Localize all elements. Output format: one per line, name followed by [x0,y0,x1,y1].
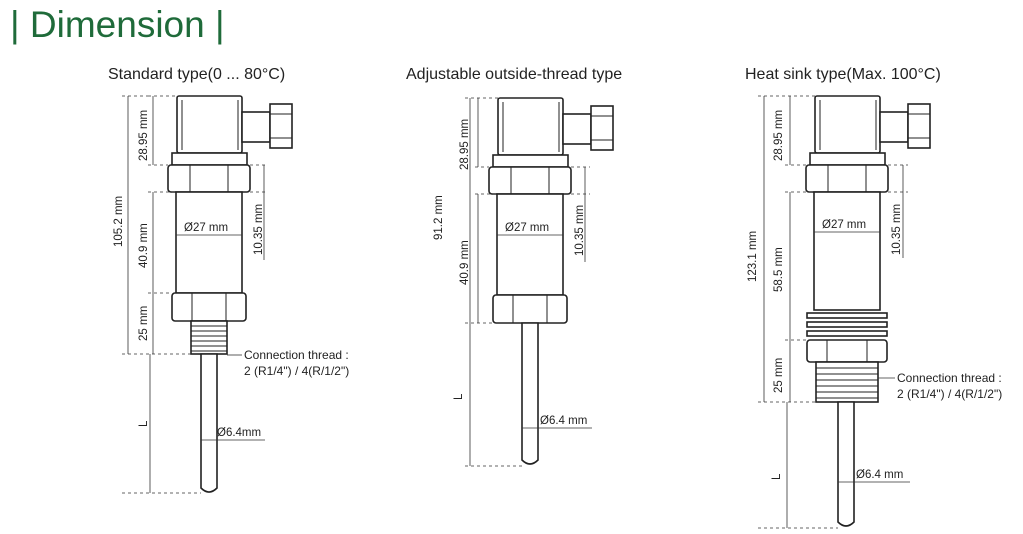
body-cylinder [813,191,881,311]
adjustable-probe-dia-dim: Ø6.4 mm [540,415,587,427]
standard-thread-dim: 25 mm [138,306,150,341]
heatsink-diameter-dim: Ø27 mm [822,219,866,231]
standard-head-dim: 28.95 mm [138,110,150,161]
cable-gland [562,113,592,145]
heat-sink-fin [806,312,888,319]
gland-nut [590,105,614,151]
hex-nut-top [167,164,251,193]
body-cylinder [175,191,243,294]
standard-body-dim: 40.9 mm [138,223,150,268]
adjustable-head-dim: 28.95 mm [459,119,471,170]
standard-type-drawing: 28.95 mm 105.2 mm 40.9 mm 25 mm L 10.35 … [113,95,349,494]
heatsink-total-dim: 123.1 mm [747,231,759,282]
adjustable-total-dim: 91.2 mm [433,195,445,240]
hex-nut-top [805,164,889,193]
gland-nut [269,103,293,149]
heat-sink-fin [806,321,888,328]
heat-sink-fin [806,330,888,337]
adjustable-hex-dim: 10.35 mm [574,205,586,256]
gland-nut [907,103,931,149]
hex-nut-top [488,166,572,195]
heatsink-thread-dim: 25 mm [773,358,785,393]
hex-nut-bottom [806,339,888,363]
connector-head [497,97,564,156]
standard-total-dim: 105.2 mm [113,196,125,247]
standard-diameter-dim: Ø27 mm [184,222,228,234]
hex-nut-bottom [492,294,568,324]
adjustable-length-dim: L [453,393,465,400]
heatsink-head-dim: 28.95 mm [773,110,785,161]
body-cylinder [496,193,564,296]
page-title: | Dimension | [10,4,225,45]
heat-sink-type-title: Heat sink type(Max. 100°C) [745,66,941,83]
heatsink-connection-label: Connection thread : [897,371,1002,385]
standard-type-title: Standard type(0 ... 80°C) [108,66,286,83]
adjustable-diameter-dim: Ø27 mm [505,222,549,234]
heatsink-length-dim: L [771,473,783,480]
adjustable-type-title: Adjustable outside-thread type [406,66,623,83]
probe [200,353,218,493]
standard-connection-label: Connection thread : [244,348,349,362]
probe [837,401,855,527]
neck-ring [809,152,886,166]
heatsink-connection-values: 2 (R1/4") / 4(R/1/2") [897,387,1002,401]
connector-head [814,95,881,154]
hex-nut-bottom [171,292,247,322]
probe [521,322,539,465]
heat-sink-type-drawing: 28.95 mm 123.1 mm 58.5 mm 25 mm L 10.35 … [747,95,1002,529]
adjustable-body-dim: 40.9 mm [459,240,471,285]
connector-head [176,95,243,154]
adjustable-type-drawing: 28.95 mm 91.2 mm 40.9 mm L 10.35 mm Ø27 … [433,97,614,467]
standard-probe-dia-dim: Ø6.4mm [217,427,261,439]
cable-gland [879,111,909,143]
standard-hex-dim: 10.35 mm [253,204,265,255]
page-title-text: Dimension [29,4,205,45]
thread [815,361,879,403]
heatsink-hex-dim: 10.35 mm [891,204,903,255]
standard-connection-values: 2 (R1/4") / 4(R/1/2") [244,364,349,378]
heatsink-probe-dia-dim: Ø6.4 mm [856,469,903,481]
standard-length-dim: L [138,420,150,427]
neck-ring [492,154,569,168]
heatsink-body-dim: 58.5 mm [773,247,785,292]
cable-gland [241,111,271,143]
neck-ring [171,152,248,166]
